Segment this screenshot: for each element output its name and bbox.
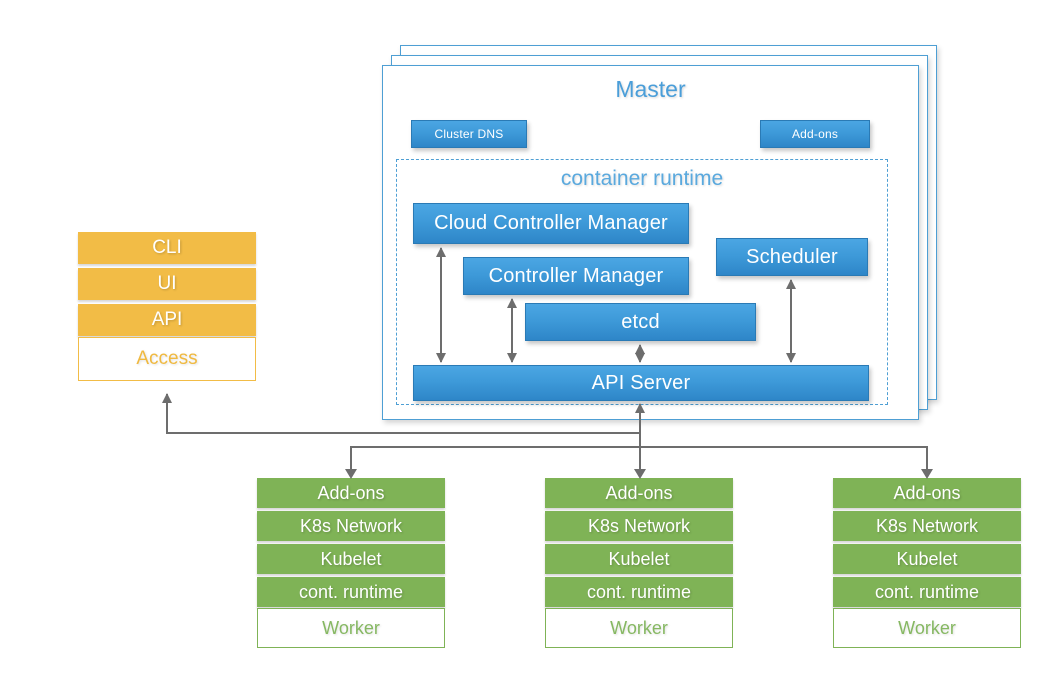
cloud-controller-manager-box[interactable]: Cloud Controller Manager [413, 203, 689, 244]
controller-manager-label: Controller Manager [488, 264, 664, 287]
worker-node-2[interactable]: Add-ons K8s Network Kubelet cont. runtim… [545, 478, 733, 656]
arrow-apiserver-worker-3 [640, 446, 928, 475]
controller-manager-box[interactable]: Controller Manager [463, 257, 689, 295]
access-footer-label: Access [136, 348, 198, 369]
worker-3-footer: Worker [833, 608, 1021, 648]
worker-1-row-addons[interactable]: Add-ons [257, 478, 445, 508]
worker-1-footer-label: Worker [322, 617, 380, 638]
master-title: Master [615, 76, 686, 102]
worker-3-footer-label: Worker [898, 617, 956, 638]
access-row-ui[interactable]: UI [78, 268, 256, 300]
worker-1-row-runtime-label: cont. runtime [298, 581, 404, 602]
access-row-api[interactable]: API [78, 304, 256, 336]
worker-1-row-addons-label: Add-ons [317, 482, 385, 503]
worker-3-row-kubelet[interactable]: Kubelet [833, 544, 1021, 574]
arrow-apiserver-worker-1 [350, 446, 640, 475]
worker-3-row-runtime-label: cont. runtime [874, 581, 980, 602]
worker-2-row-kubelet-label: Kubelet [608, 548, 670, 569]
api-server-label: API Server [591, 371, 691, 394]
scheduler-label: Scheduler [746, 245, 838, 268]
etcd-box[interactable]: etcd [525, 303, 756, 341]
worker-1-footer: Worker [257, 608, 445, 648]
access-row-api-label: API [151, 309, 183, 330]
worker-3-row-network[interactable]: K8s Network [833, 511, 1021, 541]
worker-3-row-runtime[interactable]: cont. runtime [833, 577, 1021, 607]
worker-2-row-network[interactable]: K8s Network [545, 511, 733, 541]
worker-1-row-kubelet-label: Kubelet [320, 548, 382, 569]
scheduler-box[interactable]: Scheduler [716, 238, 868, 276]
worker-2-row-kubelet[interactable]: Kubelet [545, 544, 733, 574]
cloud-controller-manager-label: Cloud Controller Manager [434, 212, 668, 234]
worker-3-row-addons-label: Add-ons [893, 482, 961, 503]
cluster-dns-label: Cluster DNS [434, 127, 504, 141]
access-stack[interactable]: CLI UI API Access [78, 232, 256, 392]
worker-1-row-network-label: K8s Network [299, 515, 403, 536]
api-server-box[interactable]: API Server [413, 365, 869, 401]
cluster-dns-box[interactable]: Cluster DNS [411, 120, 527, 148]
etcd-label: etcd [621, 310, 660, 333]
access-row-ui-label: UI [157, 273, 177, 294]
worker-node-3[interactable]: Add-ons K8s Network Kubelet cont. runtim… [833, 478, 1021, 656]
worker-2-row-network-label: K8s Network [587, 515, 691, 536]
worker-3-row-network-label: K8s Network [875, 515, 979, 536]
worker-2-row-runtime-label: cont. runtime [586, 581, 692, 602]
worker-1-row-runtime[interactable]: cont. runtime [257, 577, 445, 607]
access-footer: Access [78, 337, 256, 381]
worker-1-row-kubelet[interactable]: Kubelet [257, 544, 445, 574]
worker-3-row-kubelet-label: Kubelet [896, 548, 958, 569]
worker-2-row-runtime[interactable]: cont. runtime [545, 577, 733, 607]
access-row-cli[interactable]: CLI [78, 232, 256, 264]
worker-node-1[interactable]: Add-ons K8s Network Kubelet cont. runtim… [257, 478, 445, 656]
worker-1-row-network[interactable]: K8s Network [257, 511, 445, 541]
container-runtime-title: container runtime [560, 167, 724, 190]
worker-2-footer-label: Worker [610, 617, 668, 638]
master-addons-label: Add-ons [791, 127, 839, 141]
access-row-cli-label: CLI [152, 237, 182, 258]
worker-2-row-addons[interactable]: Add-ons [545, 478, 733, 508]
worker-3-row-addons[interactable]: Add-ons [833, 478, 1021, 508]
master-addons-box[interactable]: Add-ons [760, 120, 870, 148]
worker-2-row-addons-label: Add-ons [605, 482, 673, 503]
worker-2-footer: Worker [545, 608, 733, 648]
